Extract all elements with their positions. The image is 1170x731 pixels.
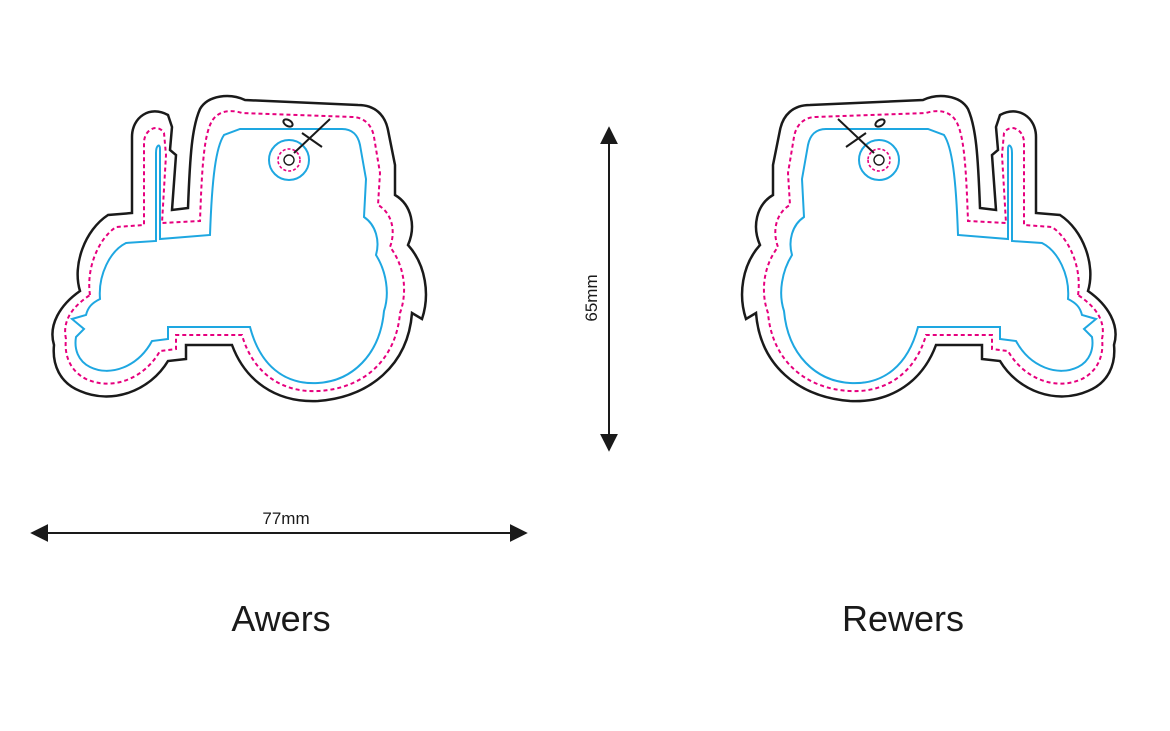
back-hole-bleed [867, 148, 891, 172]
front-tractor-shape [51, 94, 428, 403]
back-hole-outer [858, 139, 900, 181]
front-cut-line [51, 94, 428, 403]
back-scissors-icon [837, 118, 886, 154]
front-side-label: Awers [231, 598, 331, 639]
front-hole-cut [283, 154, 295, 166]
width-dimension-label: 77mm [262, 509, 309, 528]
height-dimension-label: 65mm [582, 274, 601, 321]
back-tractor-shape [740, 94, 1117, 403]
front-scissors-icon [282, 118, 331, 154]
front-hole-outer [268, 139, 310, 181]
back-cut-line [740, 94, 1117, 403]
back-side-label: Rewers [841, 598, 965, 639]
back-hole-cut [873, 154, 885, 166]
front-hole-bleed [277, 148, 301, 172]
